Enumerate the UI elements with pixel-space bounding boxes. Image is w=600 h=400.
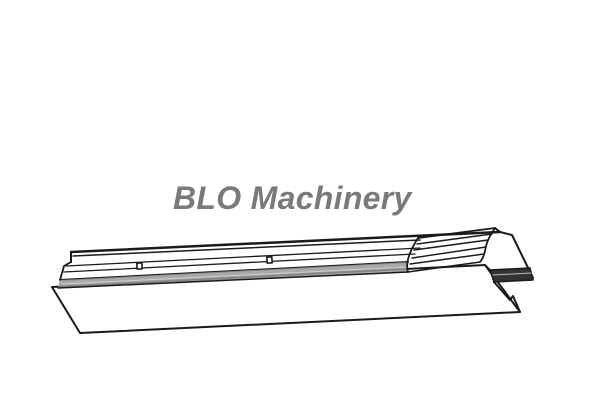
right-end-tab [484,227,534,313]
watermark-text: BLO Machinery [173,180,412,216]
rail-holes [136,256,273,270]
folded-rail [57,230,502,289]
flared-end [406,227,496,273]
